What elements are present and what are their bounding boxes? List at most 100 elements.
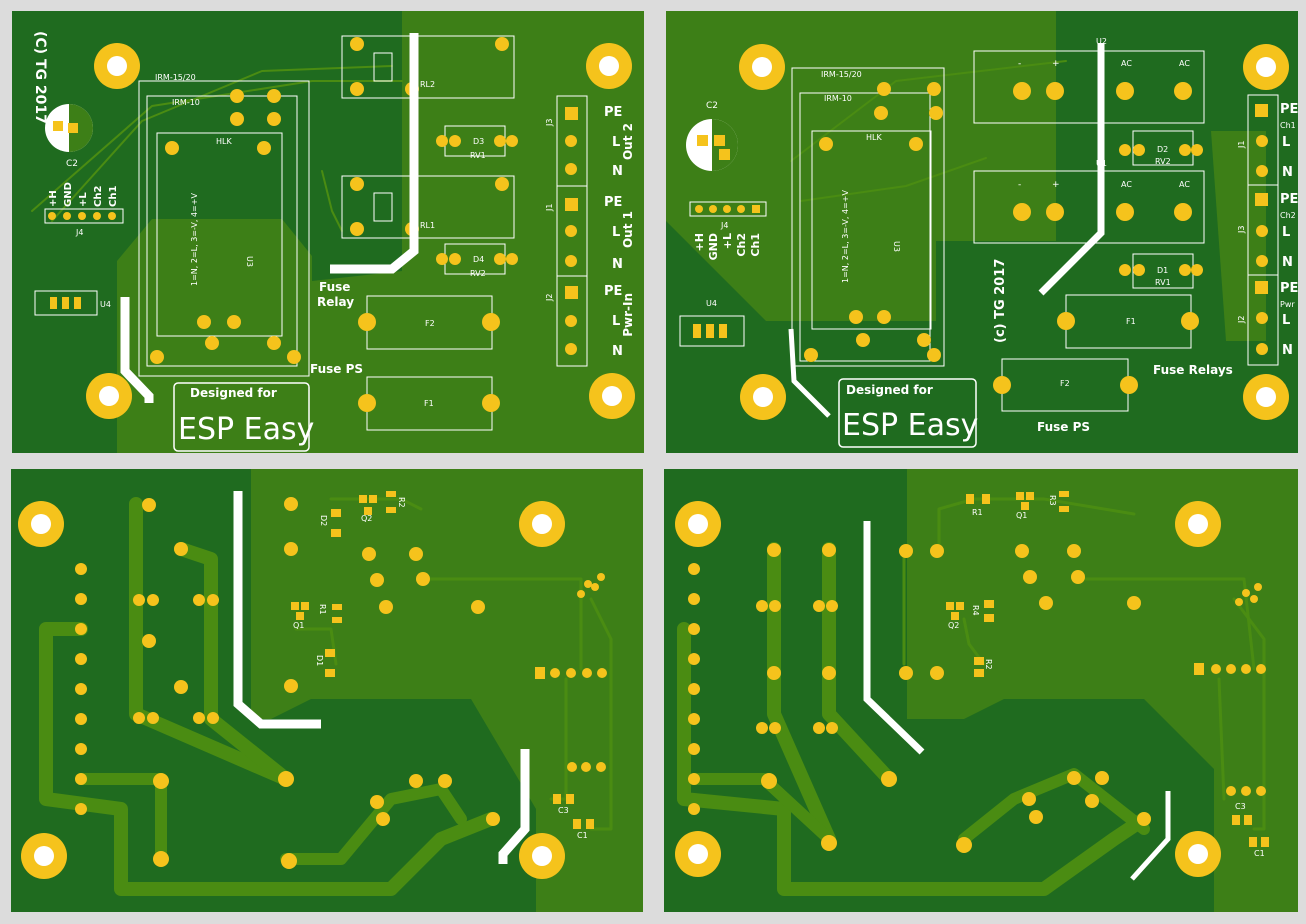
- j3-label: J3: [1237, 226, 1246, 234]
- mounting-hole: [1243, 374, 1289, 420]
- j2-label: J2: [545, 294, 554, 302]
- smd-c1: C1: [573, 819, 594, 840]
- rv2-label: RV2: [470, 269, 486, 278]
- pinout-label: 1=N, 2=L, 3=-V, 4=+V: [190, 193, 199, 286]
- ssr-u2: U2 - + AC AC: [973, 37, 1205, 124]
- u2-label: U2: [1096, 37, 1107, 46]
- smd-c3: C3: [1232, 802, 1252, 825]
- diode-d2: D2 RV2: [1119, 130, 1203, 166]
- d2-label: D2: [1157, 145, 1168, 154]
- irm1520-label: IRM-15/20: [155, 73, 196, 82]
- mounting-hole: [740, 374, 786, 420]
- smd-q1: Q1: [291, 602, 309, 630]
- l-label: L: [1282, 225, 1290, 240]
- ac-label: AC: [1121, 180, 1132, 189]
- fuse-f2: F2: [358, 295, 500, 350]
- fuse-ps-label: Fuse PS: [1037, 420, 1090, 434]
- smd-q1: Q1: [1016, 492, 1034, 520]
- r1-label: R1: [972, 508, 983, 517]
- r1-label: R1: [318, 604, 327, 615]
- hlk-label: HLK: [216, 137, 232, 146]
- l-label: L: [612, 314, 620, 329]
- u3-label: U3: [245, 256, 254, 267]
- mounting-hole: [519, 833, 565, 879]
- smd-q2: Q2: [946, 602, 964, 630]
- pe-label: PE: [604, 105, 622, 120]
- fuse-relays-label: Fuse Relays: [1153, 363, 1233, 377]
- fuse-relay-label: Fuse: [319, 280, 350, 294]
- fuse-ps-label: Fuse PS: [310, 362, 363, 376]
- u3-label: U3: [892, 241, 901, 252]
- smd-c1: C1: [1249, 837, 1269, 858]
- n-label: N: [612, 257, 623, 272]
- pwr-in-label: Pwr-In: [621, 293, 635, 337]
- j4-pin-label: +H: [48, 190, 59, 207]
- u4-label: U4: [100, 300, 111, 309]
- logo-designed-for: Designed for: [846, 383, 933, 397]
- pcb-board-top-right: C2 J4 +H GND +L Ch2 Ch1 U4 IRM-15/20 IRM…: [666, 11, 1298, 453]
- psu-footprint-u3: IRM-15/20 IRM-10 HLK 1=N, 2=L, 3=-V, 4=+…: [138, 73, 310, 377]
- smd-d1: D1: [315, 649, 335, 677]
- ac-label: AC: [1121, 59, 1132, 68]
- j4-pin-label: Ch1: [749, 233, 762, 257]
- psu-footprint-u3: IRM-15/20 IRM-10 HLK 1=N, 2=L, 3=-V, 4=+…: [791, 67, 945, 367]
- plus-label: +: [1052, 180, 1060, 190]
- pwr-label: Pwr: [1280, 300, 1295, 309]
- n-label: N: [612, 344, 623, 359]
- j4-label: J4: [75, 228, 83, 237]
- r2-label: R2: [397, 497, 406, 508]
- logo-esp-easy: ESP Easy: [178, 412, 314, 447]
- l-label: L: [612, 135, 620, 150]
- fuse-relay-label: Relay: [317, 295, 354, 309]
- rl2-label: RL2: [420, 80, 435, 89]
- r4-label: R4: [971, 605, 980, 616]
- n-label: N: [1282, 343, 1293, 358]
- mounting-hole: [675, 501, 721, 547]
- n-label: N: [1282, 255, 1293, 270]
- irm10-label: IRM-10: [824, 94, 852, 103]
- mounting-hole: [1175, 501, 1221, 547]
- j4-pin-label: Ch1: [108, 186, 119, 207]
- logo-esp-easy: ESP Easy: [842, 408, 978, 443]
- c1-label: C1: [1254, 849, 1265, 858]
- regulator-u4: U4: [34, 290, 111, 316]
- diode-d4: D4 RV2: [436, 243, 518, 278]
- esp-easy-logo: Designed for ESP Easy: [173, 382, 314, 452]
- copyright-label: (c) TG 2017: [993, 259, 1008, 343]
- pcb-board-top-left: (C) TG 2017 C2 +H GND +L Ch2 Ch1 J4 U4 I…: [12, 11, 644, 453]
- rv1-label: RV1: [1155, 278, 1171, 287]
- capacitor-c2: C2: [686, 101, 738, 171]
- d1-label: D1: [1157, 266, 1168, 275]
- copyright-label: (C) TG 2017: [32, 31, 48, 124]
- regulator-u4: U4: [679, 299, 745, 347]
- connector-j4: +H GND +L Ch2 Ch1 J4: [44, 182, 124, 237]
- connector-j4: J4 +H GND +L Ch2 Ch1: [689, 201, 767, 260]
- j2-label: J2: [1237, 316, 1246, 324]
- capacitor-c2: C2: [45, 104, 93, 169]
- j4-pin-label: Ch2: [93, 186, 104, 207]
- ac-label: AC: [1179, 180, 1190, 189]
- pinout-label: 1=N, 2=L, 3=-V, 4=+V: [841, 190, 850, 283]
- out1-label: Out 1: [621, 211, 635, 248]
- smd-r4: R4: [971, 600, 994, 622]
- pe-label: PE: [604, 284, 622, 299]
- fuse-f2: F2: [993, 358, 1138, 412]
- irm10-label: IRM-10: [172, 98, 200, 107]
- q1-label: Q1: [1016, 511, 1027, 520]
- j4-pin-label: GND: [63, 182, 74, 207]
- mounting-hole: [18, 501, 64, 547]
- j4-pin-label: +H: [693, 233, 706, 251]
- f1-label: F1: [424, 399, 434, 408]
- smd-r2: R2: [386, 491, 406, 513]
- terminal-block: J1 J3 J2: [1237, 94, 1279, 366]
- diode-d1: D1 RV1: [1119, 253, 1203, 289]
- j4-pin-label: GND: [707, 233, 720, 260]
- smd-d2: D2: [319, 509, 341, 537]
- r2-label: R2: [984, 659, 993, 670]
- j4-pin-label: Ch2: [735, 233, 748, 257]
- mounting-hole: [1243, 44, 1289, 90]
- ch1-label: Ch1: [1280, 121, 1296, 130]
- mounting-hole: [739, 44, 785, 90]
- mounting-hole: [94, 43, 140, 89]
